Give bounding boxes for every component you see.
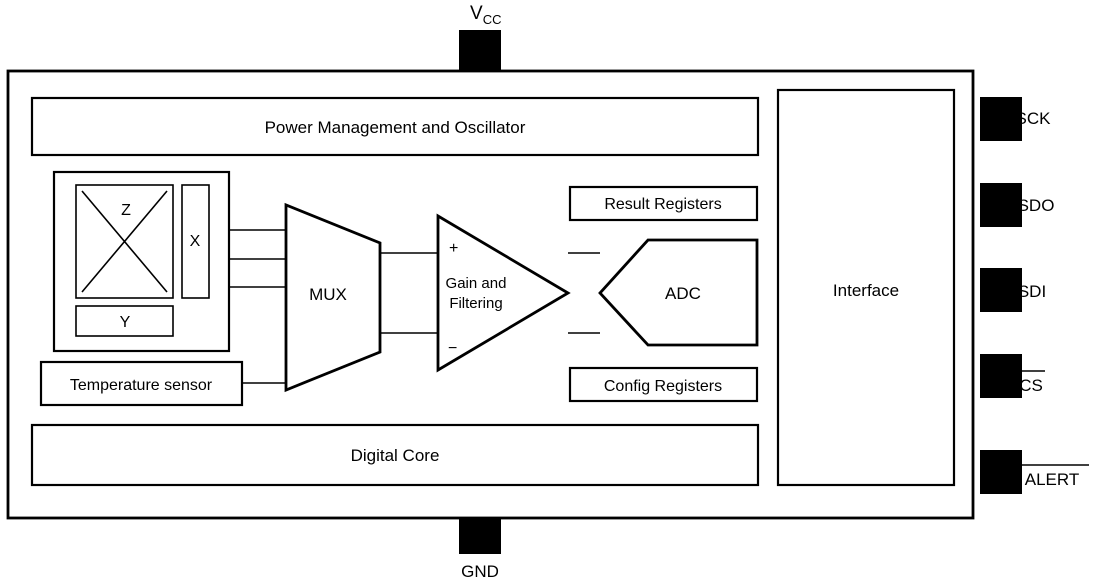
gain-filtering-label-line1: Gain and xyxy=(446,275,507,292)
block-axis-x[interactable] xyxy=(181,184,210,299)
axis-y-label: Y xyxy=(120,314,131,331)
block-interface[interactable] xyxy=(776,88,956,487)
pin-pad-sck[interactable] xyxy=(980,97,1022,141)
mux-label: MUX xyxy=(309,285,347,304)
block-mux[interactable] xyxy=(284,202,382,393)
pin-label-sdi: SDI xyxy=(1018,282,1046,301)
interface-label: Interface xyxy=(833,281,899,300)
adc-label: ADC xyxy=(665,284,701,303)
digital-core-label: Digital Core xyxy=(351,446,440,465)
block-power-management[interactable] xyxy=(30,96,760,157)
pin-label-sdo: SDO xyxy=(1018,196,1055,215)
pin-pad-vcc[interactable] xyxy=(459,30,501,74)
result-registers-label: Result Registers xyxy=(604,196,721,213)
config-registers-label: Config Registers xyxy=(604,378,722,395)
temperature-sensor-label: Temperature sensor xyxy=(70,377,213,394)
block-gain-filtering[interactable] xyxy=(436,213,571,373)
block-digital-core[interactable] xyxy=(30,423,760,487)
amp-minus-label: − xyxy=(448,340,457,357)
pin-label-gnd: GND xyxy=(461,562,499,581)
pin-label-cs: CS xyxy=(1019,376,1043,395)
pin-label-alert: ALERT xyxy=(1025,470,1080,489)
block-config-registers[interactable] xyxy=(568,366,759,403)
power-management-label: Power Management and Oscillator xyxy=(265,118,526,137)
pin-pad-alert[interactable] xyxy=(980,450,1022,494)
block-temperature-sensor[interactable] xyxy=(39,360,244,407)
axis-z-label: Z xyxy=(121,202,131,219)
pin-label-vcc: VCC xyxy=(470,3,501,27)
axis-z-diagonal-2 xyxy=(81,190,168,293)
block-result-registers[interactable] xyxy=(568,185,759,222)
amp-plus-label: + xyxy=(449,240,458,257)
axis-x-label: X xyxy=(190,233,201,250)
block-axis-y[interactable] xyxy=(75,305,174,337)
pin-pad-sdi[interactable] xyxy=(980,268,1022,312)
pin-pad-cs[interactable] xyxy=(980,354,1022,398)
pin-label-sck: SCK xyxy=(1016,109,1052,128)
gain-filtering-label-line2: Filtering xyxy=(449,295,502,312)
pin-pad-sdo[interactable] xyxy=(980,183,1022,227)
block-adc[interactable] xyxy=(598,238,759,347)
